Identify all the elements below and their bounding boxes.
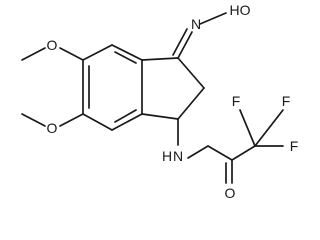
bond-ome-bottom-2 (21, 113, 46, 127)
atom-carbonyl-o: O (225, 185, 236, 201)
atom-oxime-n: N (191, 16, 201, 32)
bond-r5-2 (177, 57, 205, 89)
bond-ar3 (111, 113, 143, 131)
atom-f2: F (282, 93, 291, 109)
bond-oxime-cn-1 (177, 31, 193, 59)
bond-cf3-f1 (239, 109, 256, 147)
bond-r5-1 (141, 57, 179, 61)
bond-ome-top-2 (21, 47, 46, 61)
bond-r5-3 (177, 87, 205, 120)
molecule-structure: N HO O O N H O F F F (21, 2, 299, 201)
bond-cf3-f2 (254, 109, 284, 147)
bond-ar1 (111, 44, 143, 61)
bond-ar6 (82, 44, 113, 61)
bond-ome-top-1 (59, 47, 84, 61)
atom-oxime-ho: HO (230, 2, 251, 18)
bond-oxime-no (199, 12, 227, 25)
bond-n-c-carbonyl (187, 145, 209, 159)
bond-carbonyl-c-o-1 (207, 145, 233, 161)
bond-r5-4 (141, 113, 179, 120)
atom-o-methoxy-bottom: O (47, 120, 58, 136)
atom-f3: F (290, 138, 299, 154)
bond-ar4 (82, 113, 113, 131)
bond-ar-double-1 (114, 51, 137, 64)
bond-c-cf3 (231, 145, 256, 161)
bond-ome-bottom-1 (59, 113, 84, 127)
atom-amide-n: N (173, 148, 183, 164)
atom-amide-h: H (162, 148, 172, 164)
bond-oxime-cn-2 (172, 28, 188, 56)
atom-f1: F (232, 93, 241, 109)
bond-ar-double-2 (114, 109, 137, 123)
atom-o-methoxy-top: O (47, 37, 58, 53)
